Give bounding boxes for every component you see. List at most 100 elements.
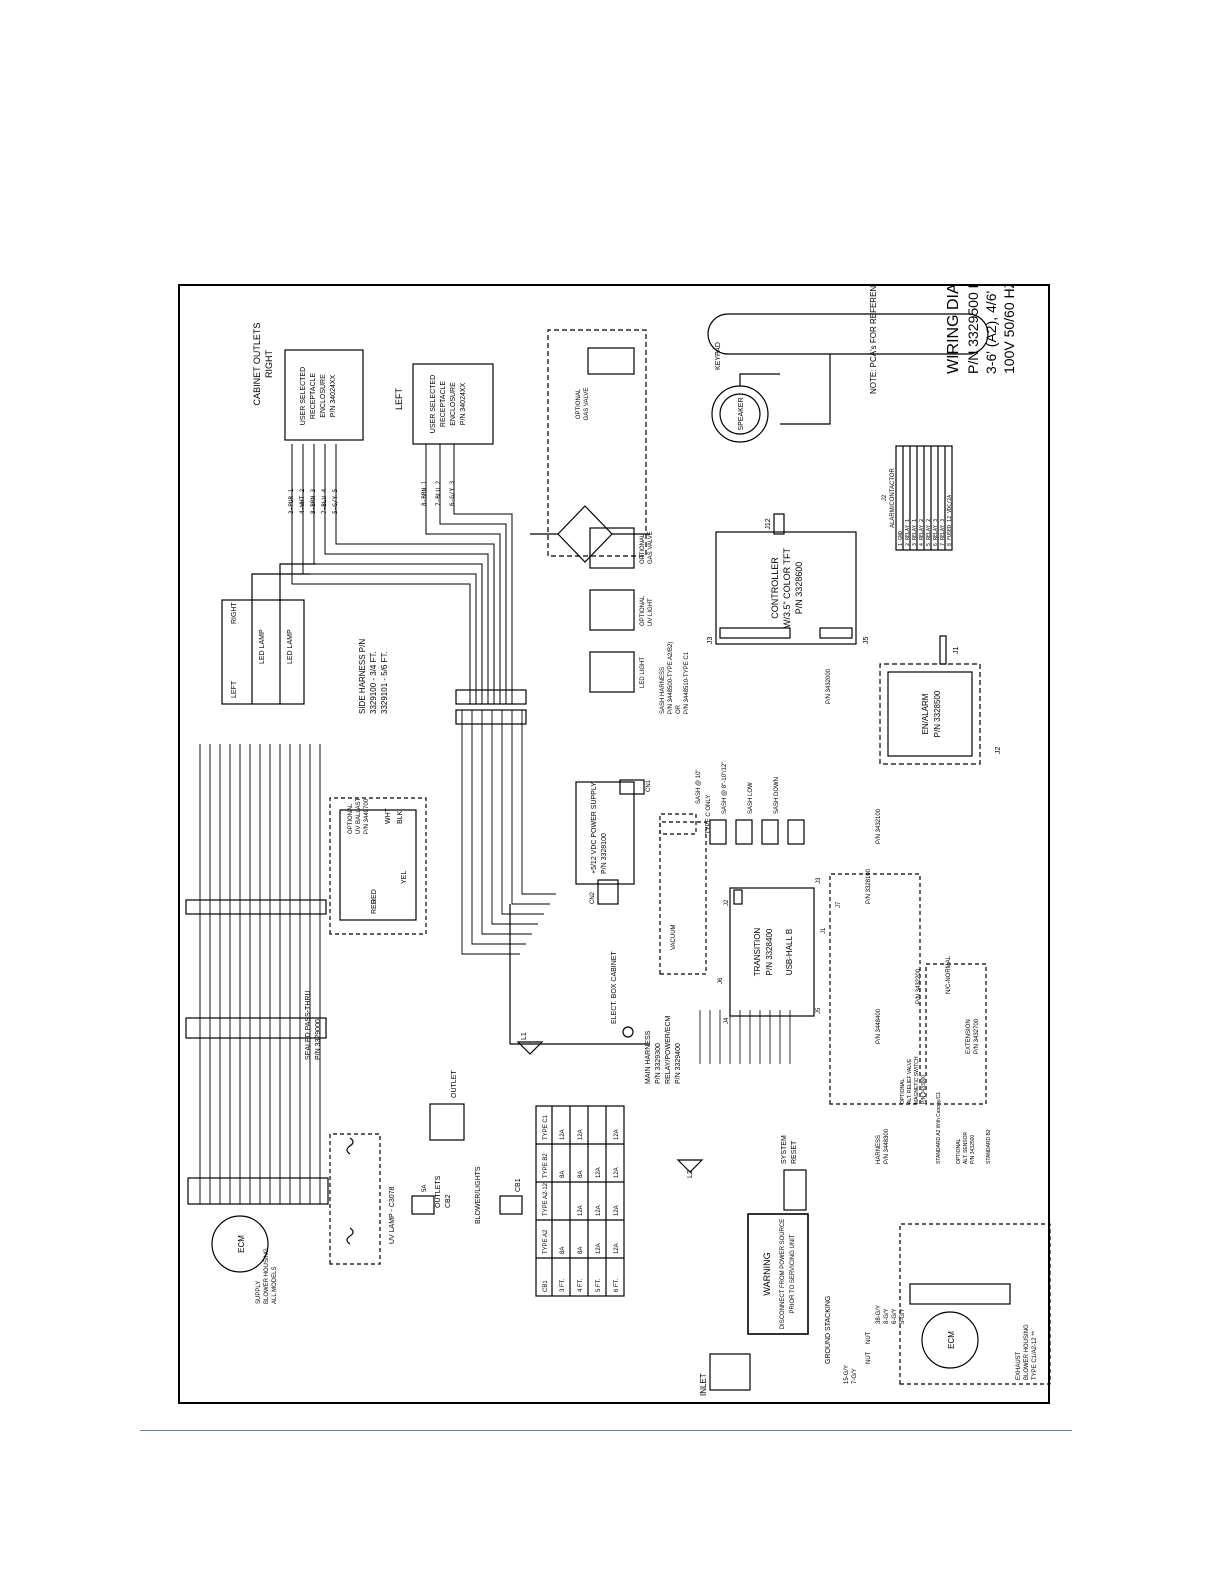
supply-blower: ECM SUPPLY BLOWER HOUSING ALL MODELS [187, 1177, 329, 1304]
warning-box: WARNING DISCONNECT FROM POWER SOURCE PRI… [747, 1213, 809, 1335]
opt-sensor-l3: P/N 3432500 [970, 1135, 976, 1164]
transition-j4: J4 [724, 1017, 730, 1024]
diagram-power: 100V 50/60 HZ., 120V 60HZ. [1001, 284, 1017, 374]
uv-ballast-l3: P/N 3449700 [364, 798, 370, 834]
title-block: WIRING DIAGRAM P/N 3329500 REV. D 3-6' (… [869, 284, 1017, 394]
transition-j6: J6 [718, 977, 724, 984]
sash-switch-2: SASH @ 8"-10"/12" [722, 761, 728, 814]
cb-r3-c4: 12A [614, 1129, 620, 1140]
diagram-models: 3-6' (A2), 4/6' (B2/C1) [983, 284, 999, 374]
main-harness-l1: MAIN HARNESS [645, 1030, 652, 1084]
cb-r3-c0: 6 FT. [614, 1278, 620, 1292]
exhaust-l1: EXHAUST [1016, 1351, 1022, 1380]
j2-row-6: 6 RELAY 3 [933, 519, 939, 546]
inlet-label: INLET [699, 1373, 708, 1396]
cb-hdr-3: TYPE B2 [543, 1153, 549, 1178]
sash-switch-4: SASH DOWN [774, 777, 780, 814]
warning-line1: DISCONNECT FROM POWER SOURCE [780, 1219, 786, 1330]
gnd-nut-2: NUT [866, 1331, 872, 1344]
j2-row-3: 3 RELAY 1 [912, 519, 918, 546]
ballast-blk: BLK [397, 810, 404, 824]
en-alarm-board: EN/ALARM P/N 3328500 J2 J1 P/N 3432000 [826, 635, 1002, 765]
footer-rule [140, 1430, 1072, 1431]
uv-lamp-label: UV LAMP - C3078 [389, 1186, 396, 1244]
gnd-nut-1: NUT [866, 1351, 872, 1364]
j2-row-7: 7 RELAY 3 [940, 519, 946, 546]
outlet-wires [291, 444, 513, 704]
led-lamp-box: LED LAMP LED LAMP LEFT RIGHT [221, 563, 316, 705]
pn-3448400: P/N 3448400 [876, 1008, 882, 1044]
j2-row-2: 2 RELAY 1 [905, 519, 911, 546]
opt-valve-l4: P/N 3433800 [921, 1075, 927, 1104]
cb-hdr-2: TYPE A2-12 [543, 1182, 549, 1216]
relay-led-light: LED LIGHT [589, 651, 646, 693]
gas-valve-l2: GAS VALVE [584, 388, 590, 421]
supply-blower-l3: ALL MODELS [272, 1267, 278, 1304]
system-reset: SYSTEM RESET [781, 1135, 807, 1211]
ballast-red-1: RED [371, 899, 378, 914]
relay-led-l1: LED LIGHT [640, 657, 646, 688]
en-alarm-j1: J1 [953, 647, 960, 655]
cb-r1-c0: 4 FT. [578, 1278, 584, 1292]
l1-label: L1 [521, 1032, 528, 1040]
system-reset-l2: RESET [791, 1140, 798, 1164]
vacuum-label: VACUUM [671, 924, 677, 950]
cb2-outlets: 5A OUTLETS CB2 [411, 1175, 452, 1215]
pass-thru-l2: P/N 3329000 [315, 1019, 322, 1060]
rcpt-left-l3: ENCLOSURE [450, 382, 457, 426]
cb-r3-c2: 12A [614, 1205, 620, 1216]
j12-label: J12 [765, 518, 772, 529]
gnd-wire-2: 38-G/Y [876, 1305, 882, 1324]
cb-r1-c1: 8A [578, 1247, 584, 1254]
transition-j2: J2 [724, 899, 730, 906]
led-lamp-2: LED LAMP [287, 629, 294, 664]
rotated-drawing: WIRING DIAGRAM P/N 3329500 REV. D 3-6' (… [180, 284, 1052, 1404]
nc-normal: N/C-NORMAL [946, 955, 952, 994]
harness-trunk [461, 710, 556, 955]
gas-valve-box: OPTIONAL GAS VALVE [530, 329, 650, 563]
en-alarm-l2: P/N 3328500 [933, 690, 942, 737]
l2-label: L2 [687, 1170, 694, 1178]
keypad: KEYPAD [707, 313, 989, 370]
en-alarm-j2: J2 [995, 747, 1002, 755]
sash-switch-typec: TYPE C ONLY [706, 795, 712, 834]
cb-r0-c3: 8A [560, 1171, 566, 1178]
ground-stacking: GROUND STACKING 15-G/Y 7-G/Y 38-G/Y 8-G/… [825, 1296, 906, 1384]
uv-ballast-l1: OPTIONAL [348, 803, 354, 834]
sealed-pass-thru: SEALED PASS-THRU P/N 3329000 [185, 899, 327, 1060]
side-harness-l1: SIDE HARNESS P/N [358, 639, 367, 714]
controller-j5: J5 [863, 637, 870, 645]
wire-bundle [199, 744, 321, 1204]
cb-r2-c3: 12A [596, 1167, 602, 1178]
lpin-3: 6-G/Y 3 [449, 480, 456, 506]
elect-box-label: ELECT. BOX CABINET [611, 951, 618, 1024]
rcpt-left-l1: USER SELECTED [430, 375, 437, 433]
schematic-svg: WIRING DIAGRAM P/N 3329500 REV. D 3-6' (… [185, 284, 1051, 1396]
cb1-label: CB1 [515, 1178, 522, 1192]
ballast-wht: WHT [385, 807, 392, 824]
cabinet-outlets-label: CABINET OUTLETS [252, 323, 262, 406]
exhaust-ecm: ECM [947, 1331, 956, 1349]
sash-switch-3: SASH LOW [748, 782, 754, 814]
diagram-title: WIRING DIAGRAM [945, 284, 962, 374]
relay-gas-valve: OPTIONAL GAS VALVE [589, 527, 654, 569]
lpin-2: 7-BLU 2 [435, 480, 442, 506]
rcpt-right-l4: P/N 34024XX [330, 374, 337, 417]
side-harness-l3: 3329101 - 5/6 FT. [380, 651, 389, 714]
main-harness-l3: RELAY/POWER/ECM [665, 1016, 672, 1084]
rcpt-right-l1: USER SELECTED [300, 367, 307, 425]
gas-valve-l1: OPTIONAL [576, 388, 582, 419]
relay-uv-l1: OPTIONAL [640, 595, 646, 626]
led-lamp-1: LED LAMP [259, 629, 266, 664]
cb-r1-c4: 12A [578, 1129, 584, 1140]
power-supply-l2: P/N 3328100 [601, 833, 608, 874]
transition-pn-b: P/N 3432100 [876, 808, 882, 844]
ground-stacking-label: GROUND STACKING [825, 1296, 832, 1364]
cb-r2-c0: 5 FT. [596, 1278, 602, 1292]
gnd-wire-4: 6-G/Y [892, 1308, 898, 1324]
rcpt-right-l2: RECEPTACLE [310, 373, 317, 419]
j7-section: J7 P/N 3448400 P/N 3432200 EXTENSION P/N… [829, 873, 992, 1164]
relay-uv-light: OPTIONAL UV LIGHT [589, 589, 654, 631]
j2-table-title: J2 [882, 494, 888, 501]
exhaust-blower: ECM EXHAUST BLOWER HOUSING TYPE C1/A2-12… [899, 1223, 1051, 1385]
